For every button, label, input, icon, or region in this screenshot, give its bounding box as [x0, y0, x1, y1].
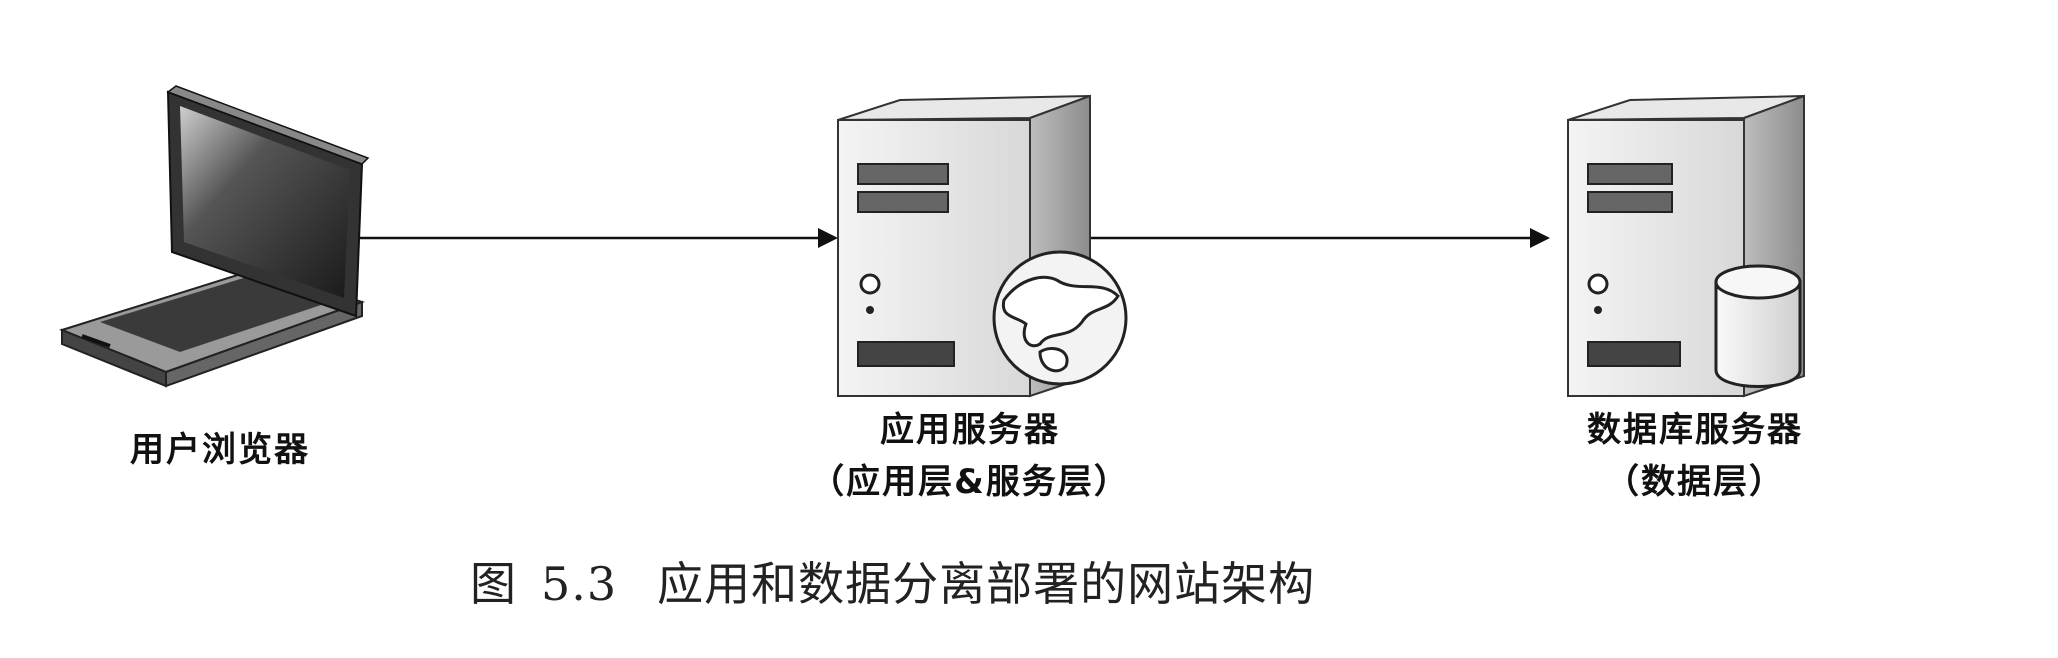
- db-server-subtitle: （数据层）: [1605, 462, 1785, 502]
- figure-caption: 图 5.3 应用和数据分离部署的网站架构: [470, 548, 1315, 614]
- laptop-icon: [59, 85, 370, 388]
- browser-label: 用户浏览器: [90, 424, 350, 476]
- browser-title: 用户浏览器: [130, 430, 310, 470]
- web-server-icon: [837, 94, 1128, 398]
- app-server-subtitle: （应用层&服务层）: [810, 462, 1130, 502]
- edge-app-server-to-db-server: [1088, 228, 1550, 248]
- db-server-label: 数据库服务器 （数据层）: [1530, 404, 1860, 508]
- database-server-icon: [1567, 94, 1805, 398]
- edge-browser-to-app-server: [360, 228, 838, 248]
- caption-number: 5.3: [541, 557, 618, 611]
- app-server-label: 应用服务器 （应用层&服务层）: [800, 404, 1140, 508]
- caption-text: 应用和数据分离部署的网站架构: [657, 557, 1316, 611]
- app-server-title: 应用服务器: [880, 410, 1060, 450]
- db-server-title: 数据库服务器: [1587, 410, 1803, 450]
- caption-prefix: 图: [470, 557, 517, 611]
